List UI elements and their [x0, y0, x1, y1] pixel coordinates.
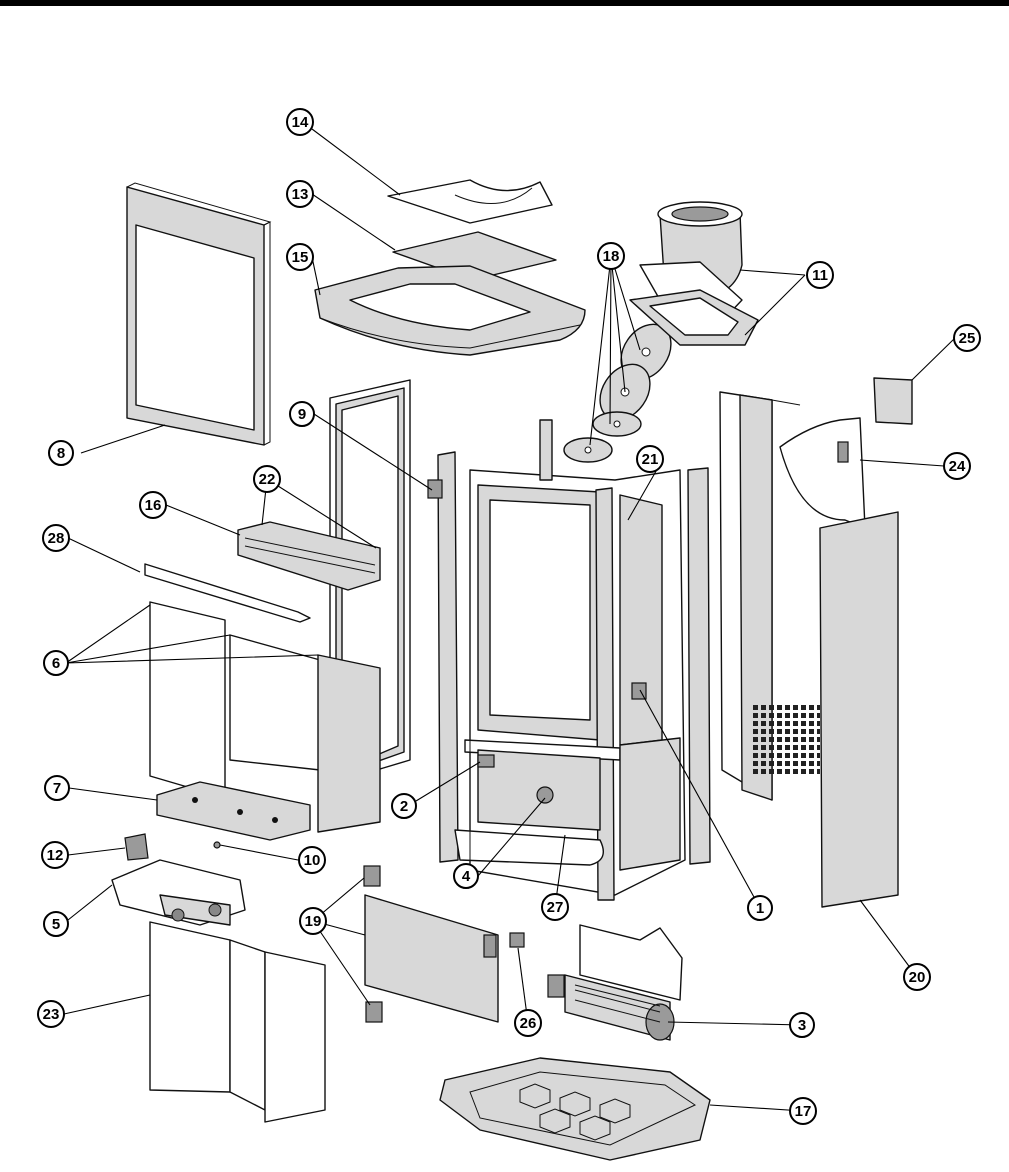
- parts-drawing: [111, 179, 913, 1161]
- part-rear-plate: [779, 417, 866, 529]
- part-fire-liners: [149, 601, 381, 833]
- part-grille: [237, 521, 381, 591]
- svg-text:18: 18: [603, 248, 620, 265]
- callout-13: 13: [286, 180, 314, 208]
- svg-text:3: 3: [798, 1017, 806, 1034]
- callout-4: 4: [453, 863, 479, 889]
- part-blower: [547, 924, 683, 1041]
- svg-text:12: 12: [47, 847, 64, 864]
- callout-17: 17: [789, 1097, 817, 1125]
- callout-3: 3: [789, 1012, 815, 1038]
- part-side-panel-right: [819, 511, 899, 908]
- svg-text:24: 24: [949, 458, 966, 475]
- callout-26: 26: [514, 1009, 542, 1037]
- part-burner-base: [111, 859, 246, 926]
- part-top-frame: [314, 265, 586, 356]
- callout-5: 5: [43, 911, 69, 937]
- svg-text:20: 20: [909, 969, 926, 986]
- svg-text:1: 1: [756, 900, 764, 917]
- part-switch: [509, 932, 525, 948]
- part-lower-enclosure: [149, 921, 326, 1123]
- svg-text:25: 25: [959, 330, 976, 347]
- callout-15: 15: [286, 243, 314, 271]
- callout-20: 20: [903, 963, 931, 991]
- header-rule: [0, 0, 1009, 6]
- callouts: 1 2 3 4 5 6 7 8 9 10 11 12 13 14 15 16 1…: [37, 108, 981, 1125]
- svg-text:17: 17: [795, 1103, 812, 1120]
- callout-23: 23: [37, 1000, 65, 1028]
- callout-12: 12: [41, 841, 69, 869]
- svg-text:11: 11: [812, 267, 828, 284]
- part-screw: [213, 841, 221, 849]
- part-flue-outlet: [629, 201, 759, 346]
- part-main-body: [437, 419, 711, 901]
- svg-text:14: 14: [292, 114, 309, 131]
- callout-2: 2: [391, 793, 417, 819]
- svg-text:13: 13: [292, 186, 309, 203]
- callout-7: 7: [44, 775, 70, 801]
- svg-text:4: 4: [462, 868, 471, 885]
- callout-8: 8: [48, 440, 74, 466]
- svg-text:28: 28: [48, 530, 65, 547]
- callout-21: 21: [636, 445, 664, 473]
- part-baffle-discs: [563, 323, 672, 463]
- part-glass-door: [126, 182, 272, 446]
- svg-text:6: 6: [52, 655, 60, 672]
- callout-24: 24: [943, 452, 971, 480]
- svg-text:16: 16: [145, 497, 162, 514]
- callout-18: 18: [597, 242, 625, 270]
- svg-text:27: 27: [547, 899, 564, 916]
- part-valve-bracket: [124, 833, 149, 861]
- part-bracket: [873, 377, 913, 425]
- callout-25: 25: [953, 324, 981, 352]
- svg-text:10: 10: [304, 852, 321, 869]
- part-pilot: [477, 754, 495, 768]
- part-access-door: [363, 865, 499, 1023]
- svg-text:9: 9: [298, 406, 306, 423]
- callout-11: 11: [806, 261, 834, 289]
- svg-text:23: 23: [43, 1006, 60, 1023]
- callout-22: 22: [253, 465, 281, 493]
- callout-14: 14: [286, 108, 314, 136]
- svg-text:21: 21: [642, 451, 659, 468]
- callout-19: 19: [299, 907, 327, 935]
- callout-16: 16: [139, 491, 167, 519]
- part-deflector: [144, 563, 311, 623]
- callout-28: 28: [42, 524, 70, 552]
- svg-text:5: 5: [52, 916, 60, 933]
- part-thermostat: [536, 786, 554, 804]
- svg-text:8: 8: [57, 445, 65, 462]
- callout-27: 27: [541, 893, 569, 921]
- part-latch: [427, 479, 443, 499]
- svg-text:19: 19: [305, 913, 322, 930]
- leader-lines: [63, 128, 956, 1112]
- svg-text:7: 7: [53, 780, 61, 797]
- callout-6: 6: [43, 650, 69, 676]
- part-burner-tray: [156, 781, 311, 841]
- svg-text:22: 22: [259, 471, 276, 488]
- part-side-panel-left: [719, 391, 820, 801]
- svg-text:2: 2: [400, 798, 408, 815]
- callout-1: 1: [747, 895, 773, 921]
- svg-text:15: 15: [292, 249, 309, 266]
- callout-9: 9: [289, 401, 315, 427]
- callout-10: 10: [298, 846, 326, 874]
- svg-text:26: 26: [520, 1015, 537, 1032]
- part-top-plate: [387, 179, 553, 224]
- part-base-grate: [439, 1057, 711, 1161]
